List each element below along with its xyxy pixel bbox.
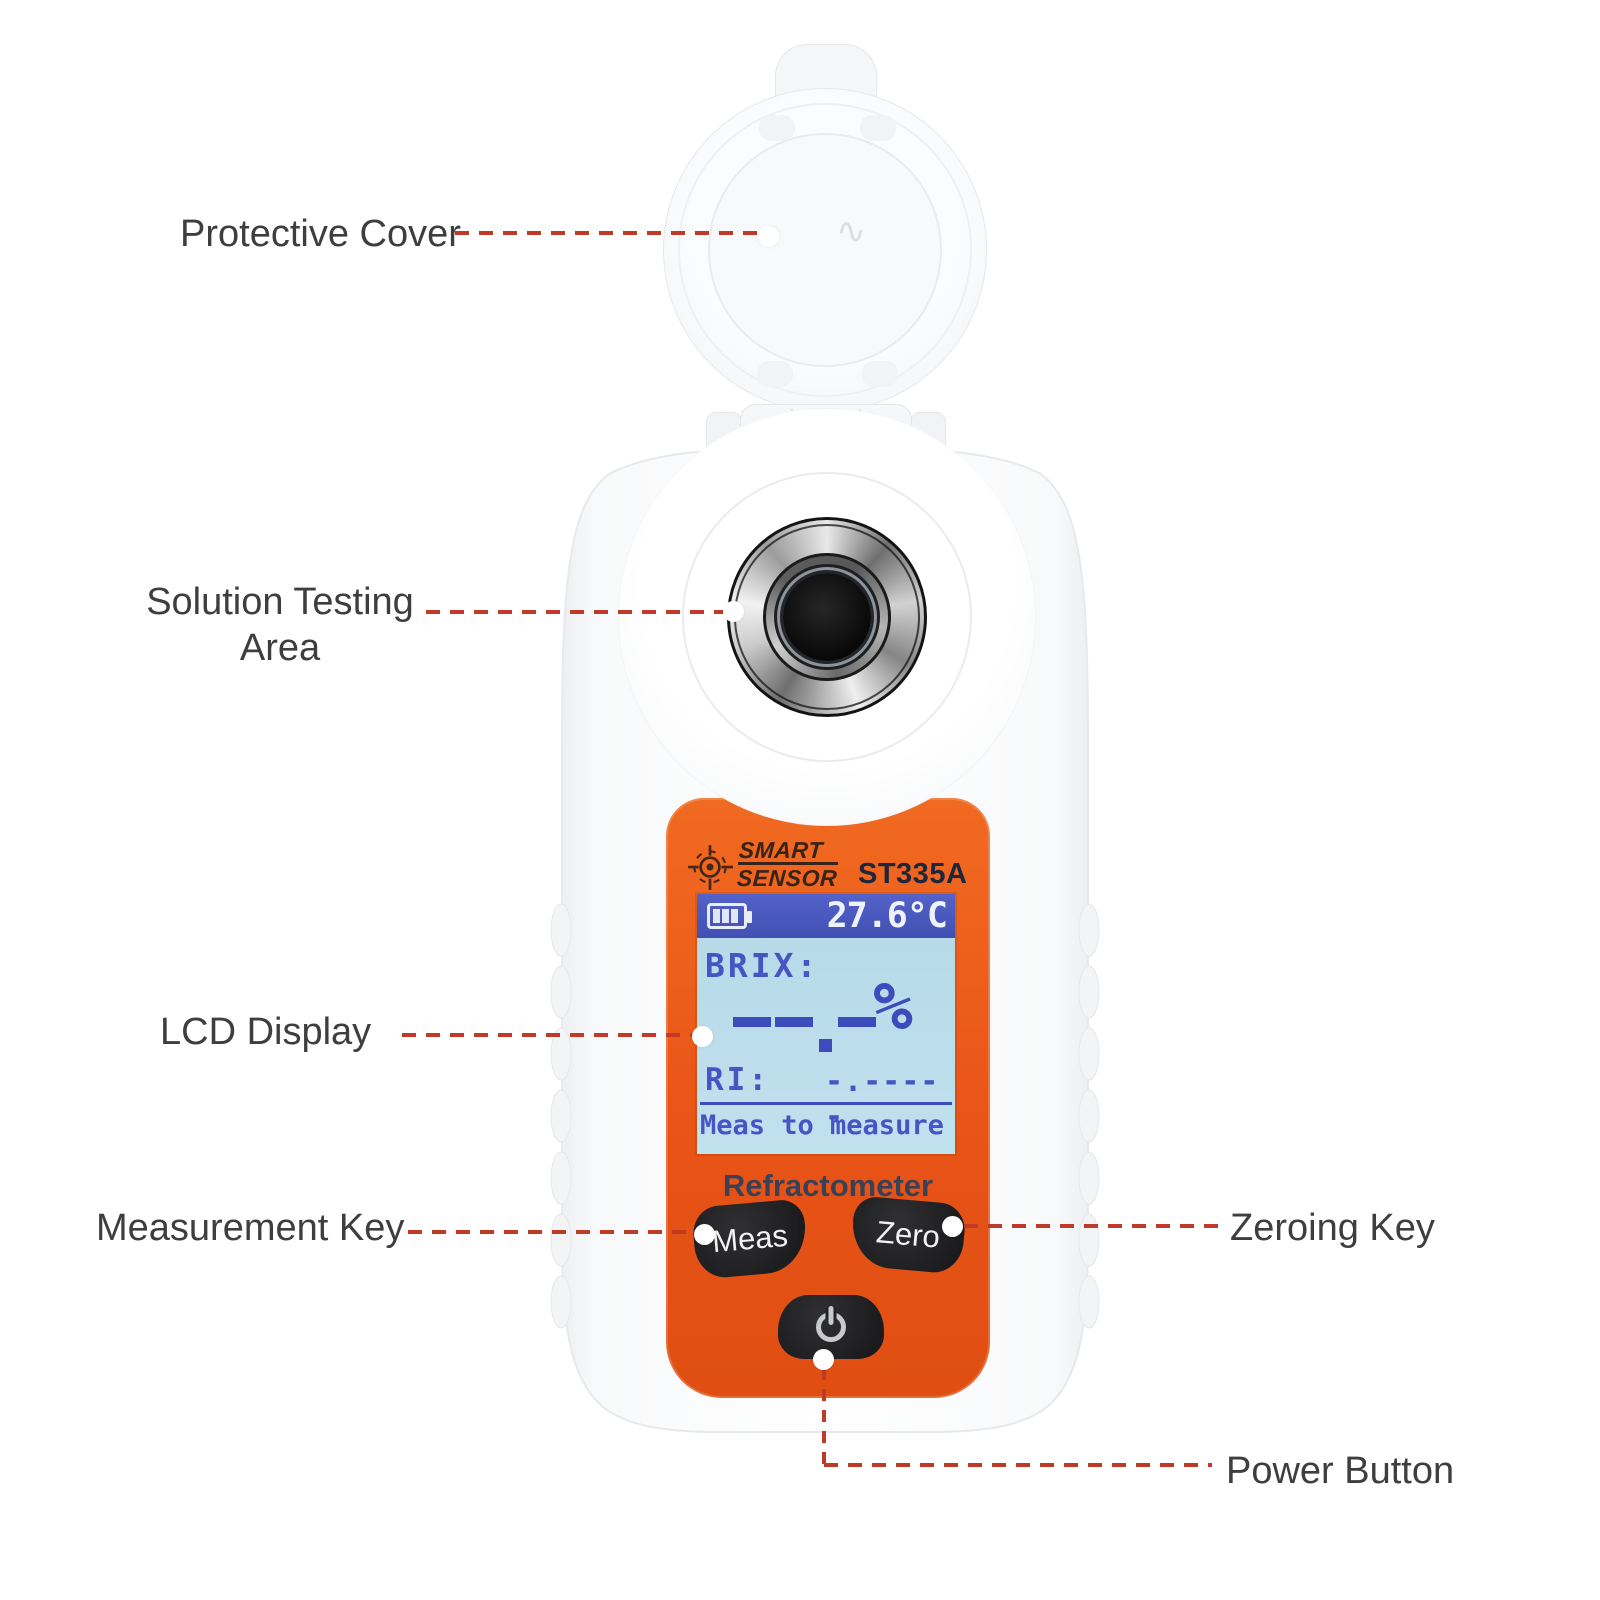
measure-key-label: Meas [710,1217,790,1260]
cover-outer-ring [678,103,972,397]
connector-power-horizontal [824,1463,1212,1467]
brix-value-dash [733,1017,771,1027]
cover-notch [862,361,898,387]
lens-molded-ring [682,472,972,762]
ri-value: -.----- [825,1064,940,1134]
zero-key-label: Zero [874,1214,942,1255]
callout-zeroing-key: Zeroing Key [1230,1207,1435,1249]
cover-inner-ring [708,133,942,367]
dot-power-button [813,1349,834,1370]
connector-power-vertical [822,1368,826,1466]
callout-measurement-key: Measurement Key [96,1207,405,1249]
model-number: ST335A [858,858,968,890]
connector-solution-testing-area [426,610,728,614]
callout-protective-cover: Protective Cover [180,213,461,255]
dot-zeroing-key [942,1216,963,1237]
brand-name: SMART SENSOR [736,837,840,891]
connector-lcd-display [402,1033,696,1037]
lcd-separator-line [700,1102,952,1105]
brand-line2: SENSOR [736,862,839,891]
dot-solution-testing-area [723,601,744,622]
lcd-status-text: Meas to measure [700,1110,944,1141]
left-grip-ridges [550,903,572,1329]
connector-protective-cover [455,231,767,235]
brix-value-dash [775,1017,813,1027]
ri-label: RI: [705,1062,770,1098]
dot-measurement-key [694,1224,715,1245]
connector-measurement-key [408,1230,700,1234]
solution-testing-area[interactable] [727,517,927,717]
callout-lcd-display: LCD Display [160,1011,372,1053]
dot-protective-cover [758,226,779,247]
testing-prism [783,573,871,661]
power-button[interactable] [778,1295,884,1359]
brix-decimal-point [819,1039,832,1052]
temperature-readout: 27.6°C [826,896,948,936]
brand-line1: SMART [738,837,824,863]
product-name-label: Refractometer [722,1168,934,1203]
connector-zeroing-key [964,1224,1220,1228]
callout-power-button: Power Button [1226,1450,1455,1492]
lcd-display: 27.6°C BRIX: % RI: -.----- Meas to measu… [697,894,955,1154]
lcd-status-bar: 27.6°C [697,894,955,938]
protective-cover[interactable]: ∿ [663,88,987,412]
dot-lcd-display [692,1026,713,1047]
callout-solution-testing-area: Solution Testing Area [146,581,414,669]
cover-notch [757,361,793,387]
cover-notch [759,115,795,141]
smart-sensor-logo-icon [688,845,733,890]
brix-value-dash [838,1017,876,1027]
brix-label: BRIX: [705,946,820,985]
power-symbol-icon [816,1312,846,1342]
brix-unit: % [873,968,913,1045]
battery-icon [707,903,752,929]
cover-notch [860,115,896,141]
cover-molded-mark: ∿ [836,211,867,252]
